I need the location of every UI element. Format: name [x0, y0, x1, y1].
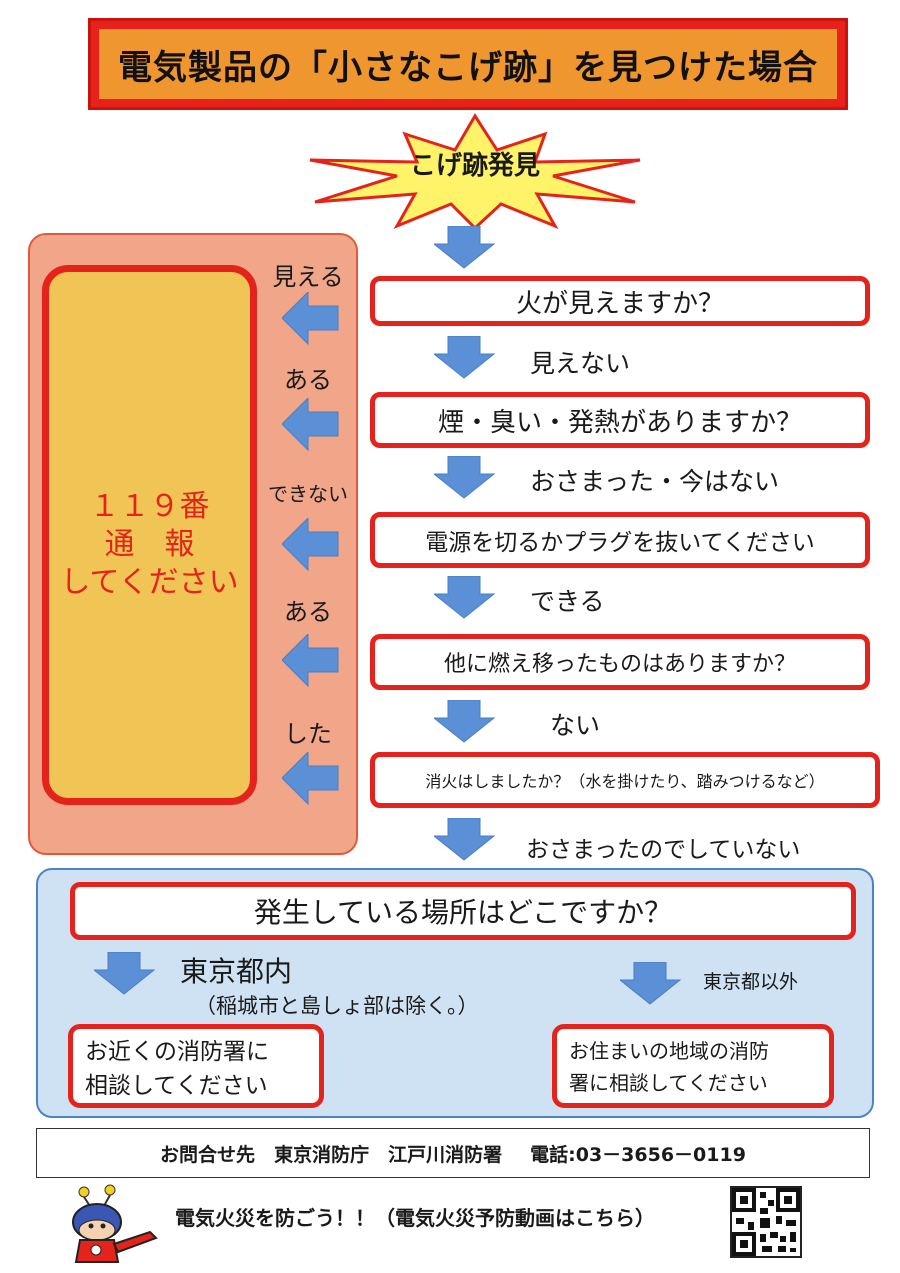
label-not-extinguished: おさまったのでしていない: [526, 837, 801, 863]
question-smoke: 煙・臭い・発熱がありますか？: [370, 392, 870, 448]
label-outside-tokyo: 東京都以外: [703, 971, 799, 993]
label-can: できる: [530, 587, 605, 616]
title-banner: 電気製品の「小さなこげ跡」を見つけた場合: [88, 18, 848, 110]
down-arrow-icon: [94, 952, 155, 995]
start-label: こげ跡発見: [409, 151, 540, 181]
label-subsided: おさまった・今はない: [530, 467, 780, 496]
question-extinguished: 消火はしましたか？（水を掛けたり、踏みつけるなど）: [370, 752, 880, 808]
label-tokyo-note: （稲城市と島しょ部は除く。）: [195, 994, 479, 1018]
label-cannot: できない: [268, 482, 348, 506]
down-arrow-icon: [620, 962, 681, 1005]
call-119-text: １１９番 通 報 してください: [60, 489, 239, 600]
instruction-unplug: 電源を切るかプラグを抜いてください: [370, 512, 870, 568]
action-tokyo: お近くの消防署に 相談してください: [68, 1024, 324, 1108]
question-location: 発生している場所はどこですか？: [70, 882, 856, 940]
label-not-visible: 見えない: [530, 349, 631, 378]
down-arrow-icon: [434, 456, 495, 499]
down-arrow-icon: [434, 336, 495, 379]
label-visible: 見える: [272, 263, 344, 291]
left-arrow-icon: [282, 292, 339, 345]
question-fire-visible: 火が見えますか？: [370, 276, 870, 326]
label-present: ある: [284, 366, 332, 394]
left-arrow-icon: [282, 518, 339, 571]
action-outside: お住まいの地域の消防 署に相談してください: [552, 1024, 834, 1108]
contact-label: お問合せ先 東京消防庁 江戸川消防署: [160, 1143, 503, 1166]
label-exists: ある: [284, 598, 332, 626]
label-tokyo: 東京都内: [180, 955, 293, 988]
mascot-icon: [72, 1184, 158, 1263]
down-arrow-icon: [434, 818, 495, 861]
label-none: ない: [550, 711, 601, 740]
down-arrow-icon: [434, 700, 495, 743]
page-title: 電気製品の「小さなこげ跡」を見つけた場合: [99, 29, 837, 99]
call-119-box: [42, 265, 257, 805]
down-arrow-icon: [434, 226, 495, 269]
qr-code-icon: [732, 1188, 800, 1256]
left-arrow-icon: [282, 634, 339, 687]
qr-code[interactable]: [730, 1186, 802, 1258]
slogan: 電気火災を防ごう！！（電気火災予防動画はこちら）: [175, 1206, 655, 1230]
label-did: した: [284, 720, 332, 748]
contact-box: お問合せ先 東京消防庁 江戸川消防署 電話:03－3656－0119: [36, 1128, 870, 1178]
contact-phone: 電話:03－3656－0119: [530, 1143, 746, 1166]
down-arrow-icon: [434, 576, 495, 619]
left-arrow-icon: [282, 752, 339, 805]
left-arrow-icon: [282, 398, 339, 451]
question-spread: 他に燃え移ったものはありますか？: [370, 634, 870, 690]
